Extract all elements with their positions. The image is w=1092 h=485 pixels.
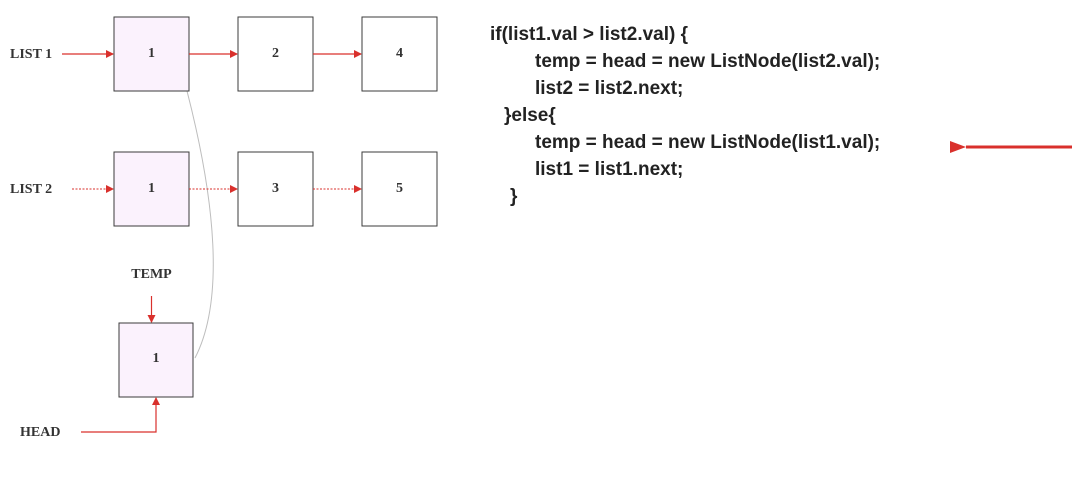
code-line: list1 = list1.next;: [535, 159, 684, 180]
head-label: HEAD: [20, 425, 60, 440]
code-snippet: if(list1.val > list2.val) { temp = head …: [490, 21, 880, 210]
list1-label: LIST 1: [10, 47, 52, 62]
list2-node-2: [237, 151, 314, 227]
list2-node-3-value: 5: [396, 181, 403, 196]
code-line-highlighted: temp = head = new ListNode(list1.val);: [535, 132, 881, 153]
copy-connector-curve: [186, 90, 214, 359]
list2-node-1-value: 1: [148, 181, 155, 196]
list2-node-1: [113, 151, 190, 227]
list2-node-3: [361, 151, 438, 227]
code-line: list2 = list2.next;: [535, 78, 684, 99]
list1-node-1-value: 1: [148, 46, 155, 61]
list1-node-2: [237, 16, 314, 92]
new-head-node-value: 1: [153, 351, 160, 366]
list2-label: LIST 2: [10, 182, 52, 197]
list1-node-2-value: 2: [272, 46, 279, 61]
code-line: temp = head = new ListNode(list2.val);: [535, 51, 881, 72]
new-head-node: [118, 322, 194, 398]
list1-node-3-value: 4: [396, 46, 403, 61]
list1-node-1: [113, 16, 190, 92]
code-line: }else{: [504, 105, 556, 126]
temp-label: TEMP: [131, 267, 172, 282]
code-line: if(list1.val > list2.val) {: [490, 24, 689, 45]
list2-node-2-value: 3: [272, 181, 279, 196]
list1-node-3: [361, 16, 438, 92]
head-pointer-arrow: [81, 397, 160, 433]
code-line: }: [510, 186, 518, 207]
